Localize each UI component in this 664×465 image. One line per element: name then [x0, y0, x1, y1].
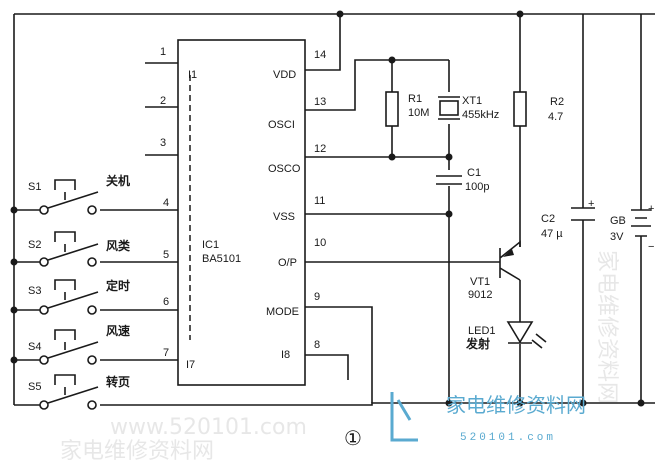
- svg-text:R1: R1: [408, 93, 422, 105]
- wires: [13, 13, 655, 406]
- svg-text:5: 5: [163, 249, 169, 261]
- svg-text:风速: 风速: [106, 323, 130, 338]
- svg-text:MODE: MODE: [266, 306, 299, 318]
- svg-text:2: 2: [160, 95, 166, 107]
- svg-text:10M: 10M: [408, 107, 429, 119]
- site-logo: 家电维修资料网 520101.com: [390, 392, 586, 444]
- svg-text:IC1: IC1: [202, 239, 219, 251]
- watermark: www.520101.com 家电维修资料网 家电维修资料网: [60, 250, 619, 464]
- capacitor-c2: + C2 47 µ: [541, 198, 595, 240]
- resistor-r1: R1 10M: [385, 91, 429, 127]
- svg-text:VSS: VSS: [273, 211, 295, 223]
- battery-gb: + − GB 3V: [610, 203, 654, 253]
- svg-text:3V: 3V: [610, 231, 624, 243]
- svg-text:S4: S4: [28, 341, 41, 353]
- svg-text:定时: 定时: [106, 278, 130, 293]
- svg-text:14: 14: [314, 49, 326, 61]
- svg-text:R2: R2: [550, 96, 564, 108]
- svg-text:O/P: O/P: [278, 257, 297, 269]
- svg-text:S2: S2: [28, 239, 41, 251]
- switch-s1: [39, 179, 99, 215]
- svg-text:455kHz: 455kHz: [462, 109, 499, 121]
- svg-text:www.520101.com: www.520101.com: [110, 415, 307, 440]
- svg-text:发射: 发射: [465, 336, 490, 351]
- transistor-vt1: VT1 9012: [468, 240, 521, 301]
- minus-sign: −: [648, 241, 654, 253]
- figure-number: ①: [344, 426, 362, 450]
- svg-text:家电维修资料网: 家电维修资料网: [60, 439, 214, 464]
- svg-text:BA5101: BA5101: [202, 253, 241, 265]
- capacitor-c1: C1 100p: [436, 167, 489, 193]
- svg-text:4: 4: [163, 197, 169, 209]
- switch-s2: [39, 231, 99, 267]
- svg-text:13: 13: [314, 96, 326, 108]
- svg-text:4.7: 4.7: [548, 111, 563, 123]
- svg-text:47 µ: 47 µ: [541, 228, 563, 240]
- svg-text:520101.com: 520101.com: [460, 432, 556, 444]
- switch-s3: [39, 279, 99, 315]
- plus-sign: +: [588, 198, 594, 210]
- svg-text:VT1: VT1: [470, 276, 490, 288]
- svg-text:S1: S1: [28, 181, 41, 193]
- svg-text:11: 11: [314, 195, 325, 207]
- switch-s5: [39, 374, 99, 410]
- switch-s4: [39, 329, 99, 365]
- svg-text:关机: 关机: [106, 173, 130, 188]
- svg-text:1: 1: [160, 46, 166, 58]
- svg-text:12: 12: [314, 143, 326, 155]
- svg-text:XT1: XT1: [462, 95, 482, 107]
- svg-text:100p: 100p: [465, 181, 489, 193]
- svg-text:9: 9: [314, 291, 320, 303]
- svg-text:OSCI: OSCI: [268, 119, 295, 131]
- svg-text:C2: C2: [541, 213, 555, 225]
- svg-text:风类: 风类: [106, 238, 131, 253]
- svg-text:S3: S3: [28, 285, 41, 297]
- ic1-labels: 1 2 3 4 5 6 7 I1 I7 I8 IC1 BA5101 VDD OS…: [160, 46, 326, 371]
- svg-text:LED1: LED1: [468, 325, 496, 337]
- svg-text:10: 10: [314, 237, 326, 249]
- svg-text:8: 8: [314, 339, 320, 351]
- svg-text:家电维修资料网: 家电维修资料网: [594, 250, 619, 404]
- switches: [39, 179, 99, 410]
- svg-text:I8: I8: [281, 349, 290, 361]
- switch-labels: S1 关机 S2 风类 S3 定时 S4 风速 S5 转页: [28, 173, 131, 393]
- svg-text:转页: 转页: [106, 374, 130, 389]
- plus-sign: +: [648, 203, 654, 215]
- svg-text:VDD: VDD: [273, 69, 296, 81]
- svg-text:I1: I1: [188, 69, 197, 81]
- svg-text:9012: 9012: [468, 289, 492, 301]
- svg-text:OSCO: OSCO: [268, 163, 301, 175]
- crystal-xt1: XT1 455kHz: [438, 95, 499, 121]
- junction-dots: [10, 10, 645, 407]
- resistor-r2: R2 4.7: [513, 91, 564, 127]
- svg-text:6: 6: [163, 296, 169, 308]
- led-led1: LED1 发射: [465, 321, 547, 351]
- svg-text:S5: S5: [28, 381, 41, 393]
- svg-text:家电维修资料网: 家电维修资料网: [446, 393, 586, 417]
- svg-text:C1: C1: [467, 167, 481, 179]
- svg-text:I7: I7: [186, 359, 195, 371]
- svg-text:GB: GB: [610, 215, 626, 227]
- svg-text:7: 7: [163, 347, 169, 359]
- svg-text:3: 3: [160, 137, 166, 149]
